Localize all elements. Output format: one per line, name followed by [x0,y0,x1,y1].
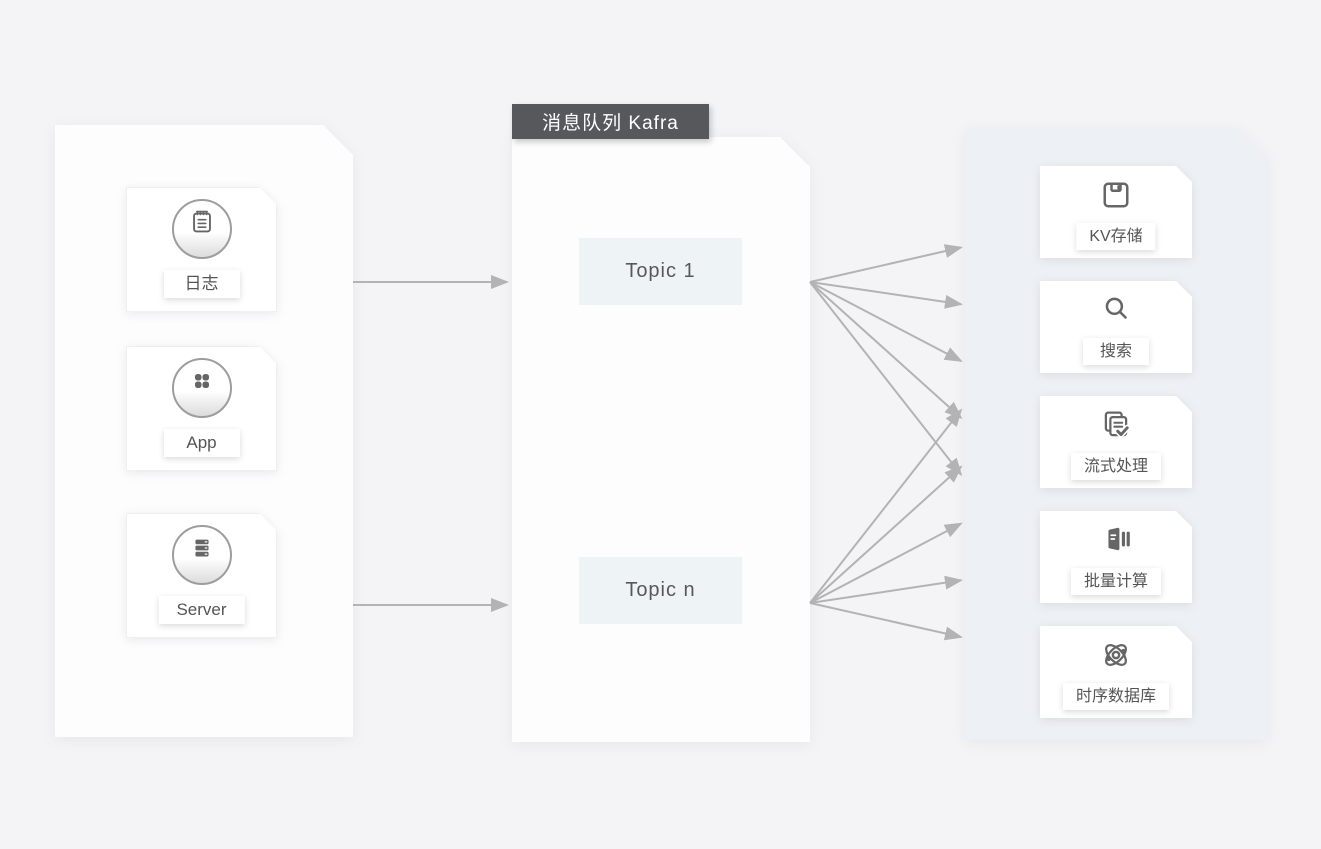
consumer-card: 时序数据库 [1040,626,1192,718]
consumer-card: 搜索 [1040,281,1192,373]
producer-card: Server [126,513,277,638]
queue-title: 消息队列 Kafra [512,104,709,139]
consumer-card: 流式处理 [1040,396,1192,488]
search-icon [1099,292,1133,326]
queue-title-label: 消息队列 Kafra [542,113,679,134]
floppy-disk-icon [1098,177,1134,213]
topic-box: Topic 1 [579,238,742,305]
notepad-icon [187,207,217,237]
consumer-card: 批量计算 [1040,511,1192,603]
topic-label: Topic n [625,579,696,601]
consumer-label: 批量计算 [1071,568,1161,595]
topic-label: Topic 1 [625,260,696,282]
consumer-label: 搜索 [1083,338,1149,365]
consumer-card: KV存储 [1040,166,1192,258]
consumer-label: KV存储 [1076,223,1155,250]
topic-box: Topic n [579,557,742,624]
producer-card: 日志 [126,187,277,312]
producer-puck [172,525,232,585]
queue-panel [512,137,810,742]
server-stack-icon [187,533,217,563]
producer-puck [172,199,232,259]
producer-puck [172,358,232,418]
app-grid-icon [187,366,217,396]
consumer-label: 时序数据库 [1063,683,1169,710]
batch-compute-icon [1099,522,1133,556]
stream-check-icon [1098,407,1134,443]
consumer-label: 流式处理 [1071,453,1161,480]
producer-card: App [126,346,277,471]
producer-label: App [164,429,240,457]
atom-icon [1098,637,1134,673]
producer-label: Server [158,596,244,624]
producer-label: 日志 [164,270,240,298]
